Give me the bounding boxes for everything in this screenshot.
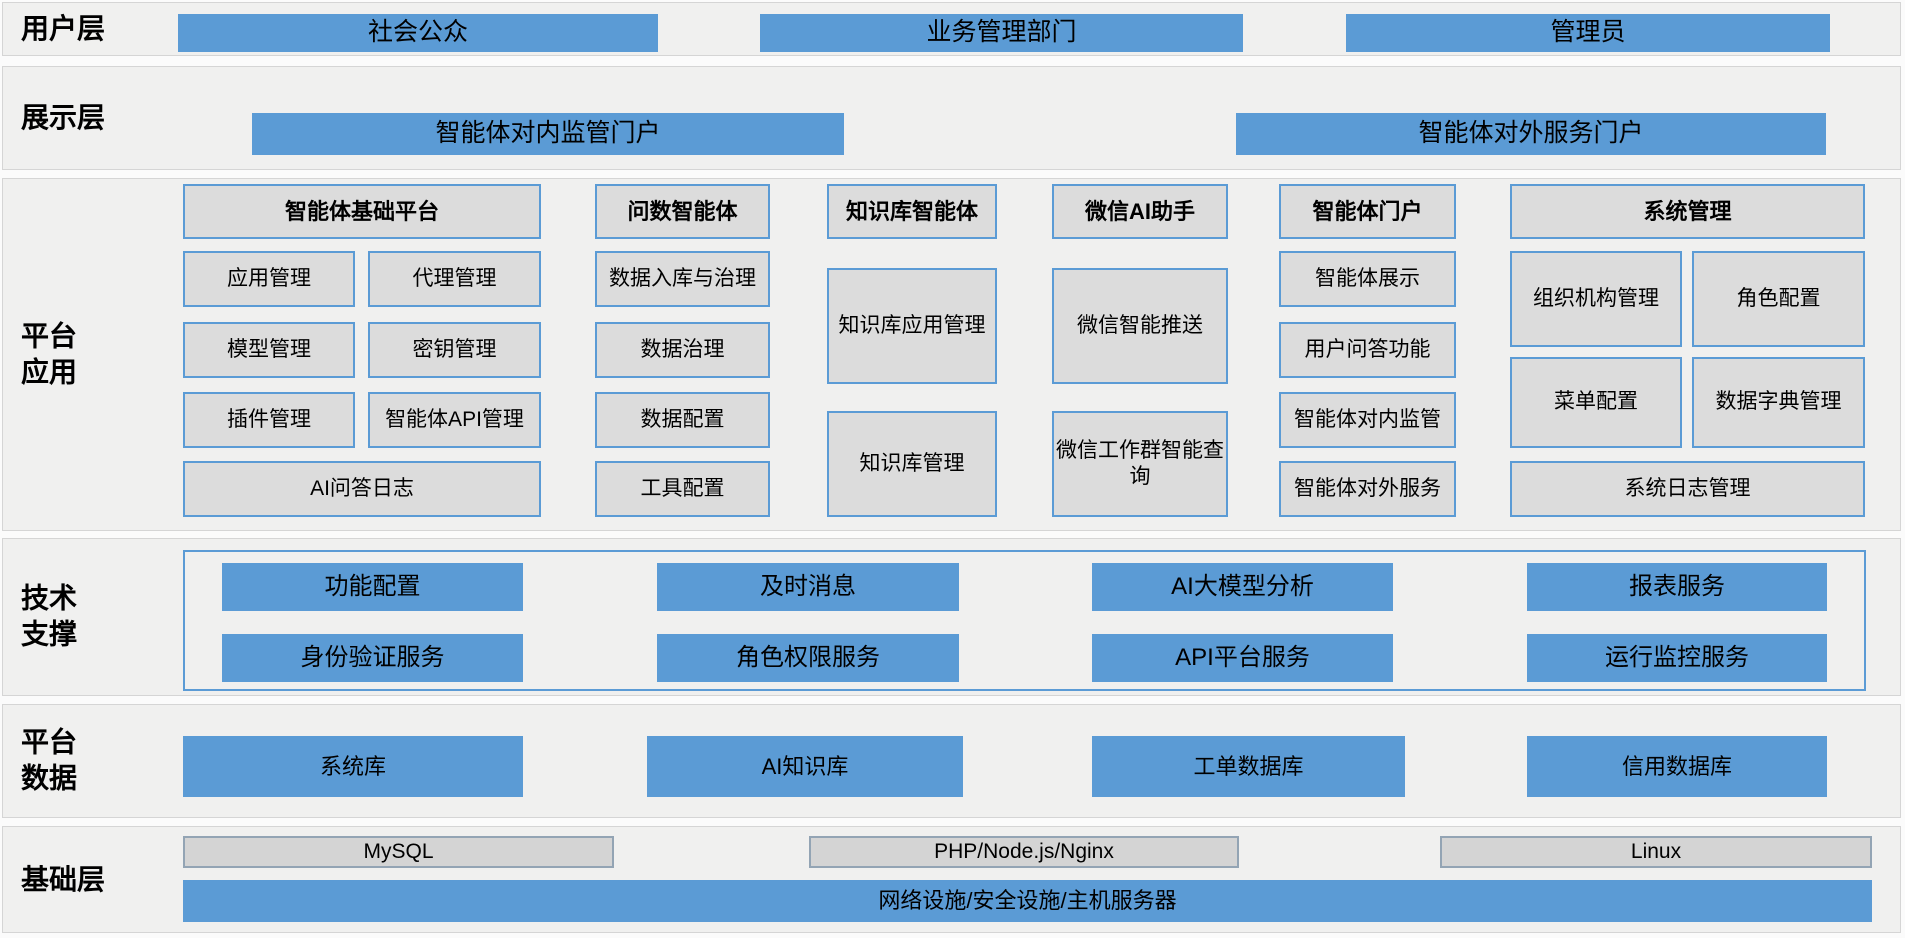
work-order-db-box: 工单数据库 [1092,736,1405,797]
agent-internal-supervision-box: 智能体对内监管 [1279,392,1456,448]
php-node-nginx-box: PHP/Node.js/Nginx [809,836,1239,868]
agent-showcase-box: 智能体展示 [1279,251,1456,307]
external-portal-box: 智能体对外服务门户 [1236,113,1826,155]
report-service-box: 报表服务 [1527,563,1827,611]
data-dictionary-mgmt-box: 数据字典管理 [1692,357,1865,448]
data-ingest-govern-box: 数据入库与治理 [595,251,770,307]
agent-proxy-mgmt-box: 代理管理 [368,251,541,307]
org-structure-mgmt-box: 组织机构管理 [1510,251,1682,347]
infrastructure-bar: 网络设施/安全设施/主机服务器 [183,880,1872,922]
agent-api-mgmt-box: 智能体API管理 [368,392,541,448]
display-layer-label: 展示层 [21,101,106,133]
plugin-mgmt-box: 插件管理 [183,392,355,448]
mysql-box: MySQL [183,836,614,868]
wechat-smart-push-box: 微信智能推送 [1052,268,1228,384]
user-layer-label: 用户层 [21,12,106,44]
band-platform-app-layer: 平台应用 智能体基础平台 应用管理 代理管理 模型管理 密钥管理 插件管理 智能… [2,178,1901,531]
kb-app-mgmt-box: 知识库应用管理 [827,268,997,384]
user-qa-feature-box: 用户问答功能 [1279,322,1456,378]
credit-db-box: 信用数据库 [1527,736,1827,797]
identity-verify-service-box: 身份验证服务 [222,634,523,682]
user-admin-box: 管理员 [1346,14,1830,52]
col-header-agent-portal: 智能体门户 [1279,184,1456,239]
user-public-box: 社会公众 [178,14,658,52]
tech-support-frame [183,550,1866,691]
col-header-data-query-agent: 问数智能体 [595,184,770,239]
ai-llm-analysis-box: AI大模型分析 [1092,563,1393,611]
tech-support-label: 技术支撑 [21,582,78,650]
tool-config-box: 工具配置 [595,461,770,517]
linux-box: Linux [1440,836,1872,868]
band-display-layer: 展示层 智能体对内监管门户 智能体对外服务门户 [2,66,1901,170]
agent-external-service-box: 智能体对外服务 [1279,461,1456,517]
data-config-box: 数据配置 [595,392,770,448]
ai-knowledge-db-box: AI知识库 [647,736,963,797]
menu-config-box: 菜单配置 [1510,357,1682,448]
band-tech-support-layer: 技术支撑 功能配置 及时消息 AI大模型分析 报表服务 身份验证服务 角色权限服… [2,538,1901,696]
system-log-mgmt-box: 系统日志管理 [1510,461,1865,517]
monitoring-service-box: 运行监控服务 [1527,634,1827,682]
band-user-layer: 用户层 社会公众 业务管理部门 管理员 [2,2,1901,56]
app-mgmt-box: 应用管理 [183,251,355,307]
col-header-system-mgmt: 系统管理 [1510,184,1865,239]
role-config-box: 角色配置 [1692,251,1865,347]
kb-mgmt-box: 知识库管理 [827,411,997,517]
instant-message-box: 及时消息 [657,563,959,611]
model-mgmt-box: 模型管理 [183,322,355,378]
data-governance-box: 数据治理 [595,322,770,378]
key-mgmt-box: 密钥管理 [368,322,541,378]
base-layer-label: 基础层 [21,863,106,895]
wechat-group-query-box: 微信工作群智能查询 [1052,411,1228,517]
platform-data-label: 平台数据 [21,726,78,794]
platform-app-label: 平台应用 [21,320,78,388]
ai-qa-log-box: AI问答日志 [183,461,541,517]
function-config-box: 功能配置 [222,563,523,611]
band-base-layer: 基础层 MySQL PHP/Node.js/Nginx Linux 网络设施/安… [2,826,1901,933]
system-db-box: 系统库 [183,736,523,797]
role-permission-service-box: 角色权限服务 [657,634,959,682]
col-header-knowledge-agent: 知识库智能体 [827,184,997,239]
col-header-wechat-ai-assistant: 微信AI助手 [1052,184,1228,239]
internal-portal-box: 智能体对内监管门户 [252,113,844,155]
user-business-dept-box: 业务管理部门 [760,14,1243,52]
band-platform-data-layer: 平台数据 系统库 AI知识库 工单数据库 信用数据库 [2,704,1901,818]
col-header-agent-base-platform: 智能体基础平台 [183,184,541,239]
api-platform-service-box: API平台服务 [1092,634,1393,682]
